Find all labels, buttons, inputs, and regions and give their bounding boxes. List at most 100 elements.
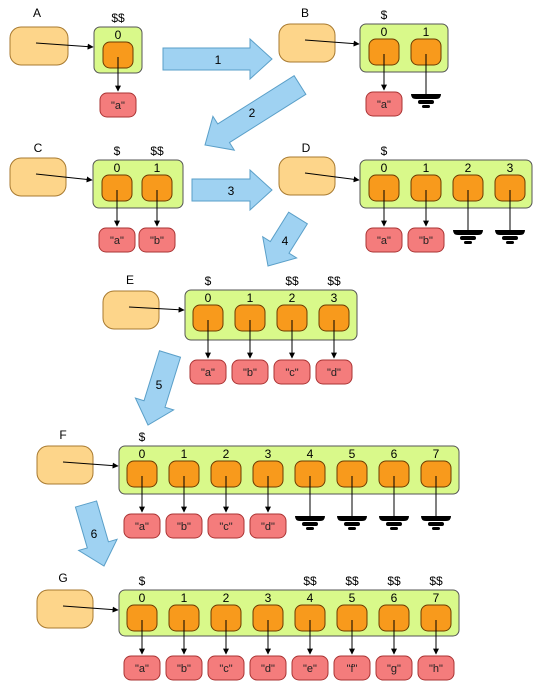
pointer-arrow [128,306,185,313]
transition-label: 1 [215,53,222,67]
value-box [207,655,245,681]
cost-marker: $ [205,274,212,288]
slot-index: 2 [465,161,472,175]
pointer-box [9,157,67,197]
slot-index: 3 [265,591,272,605]
transition-label: 6 [91,527,98,541]
value-text: "d" [261,663,275,675]
slot-6: 6 [378,447,410,530]
slot-4: $$4"e" [291,574,329,681]
null-icon [295,516,325,521]
value-box [365,91,403,117]
value-text: "b" [150,235,164,247]
transition-label: 3 [228,184,235,198]
slot-1: 1 [410,25,442,108]
array-container [359,159,533,209]
cost-marker: $$ [150,144,164,158]
slot-1: 1"b" [165,591,203,681]
value-box [365,227,403,253]
block-arrow-shape [191,168,273,212]
diagram-label: F [59,428,66,442]
transition-label: 4 [282,234,289,248]
value-text: "g" [387,663,401,675]
array-container [118,445,460,495]
null-icon [418,100,434,104]
slot-1: 1"b" [165,447,203,539]
value-text: "b" [177,663,191,675]
transition-arrow-4 [262,211,309,267]
cost-marker: $ [139,430,146,444]
diagram-e: E$0"a"1"b"$$2"c"$$3"d" [102,273,358,385]
value-box [123,513,161,539]
pointer-arrow [62,605,119,613]
value-box [231,359,269,385]
slot-0: $0"a" [123,574,161,681]
transition-arrow-5 [134,350,182,426]
slot-index: 6 [391,591,398,605]
pointer-box [9,26,69,66]
cost-marker: $ [381,144,388,158]
slot-index: 5 [349,447,356,461]
block-arrow-shape [262,211,309,267]
diagram-label: G [58,571,67,585]
pointer-box [278,156,336,196]
slot-1: 1"b" [231,291,269,385]
null-icon [422,105,430,108]
slot-index: 0 [139,447,146,461]
slot-index: 0 [114,161,121,175]
slot-2: 2"c" [207,447,245,539]
null-icon [460,236,476,240]
pointer-box [102,290,160,330]
block-arrow-shape [74,500,119,567]
value-text: "c" [219,521,232,533]
slot-3: $$3"d" [315,274,353,385]
cost-marker: $$ [285,274,299,288]
cost-marker: $$ [387,574,401,588]
value-box [291,655,329,681]
null-icon [386,522,402,526]
value-text: "b" [419,235,433,247]
slot-2: 2"c" [207,591,245,681]
pointer-arrow [62,461,119,469]
slot-0: $0"a" [365,144,403,253]
value-text: "h" [429,663,443,675]
slot-index: 1 [247,291,254,305]
value-text: "d" [327,367,341,379]
slot-3: 3 [494,161,526,244]
diagram-b: B$0"a"1 [278,6,449,117]
value-box [165,513,203,539]
slot-2: 2 [452,161,484,244]
value-text: "a" [111,100,125,112]
pointer-box [36,589,94,629]
diagram-label: E [126,273,134,287]
value-text: "b" [177,521,191,533]
value-text: "f" [347,663,358,675]
slot-index: 1 [423,25,430,39]
slot-6: $$ 6 "g" [375,574,413,681]
slot-index: 2 [223,591,230,605]
pointer-box [278,23,336,63]
cost-marker: $$ [111,11,125,25]
diagram-label: A [33,6,41,20]
value-box [98,227,136,253]
cost-marker: $ [114,144,121,158]
cost-marker: $$ [429,574,443,588]
slot-index: 2 [289,291,296,305]
slot-0: $0"a" [189,274,227,385]
slot-index: 0 [115,28,122,42]
value-box [138,227,176,253]
null-icon [453,230,483,235]
null-icon [411,94,441,99]
diagram-label: D [302,141,311,155]
null-icon [348,527,356,530]
diagram-a: A $$ 0 "a" [9,6,143,118]
slot-index: 3 [507,161,514,175]
diagram-label: C [34,141,43,155]
diagram-label: B [301,6,309,20]
slot-index: 4 [307,591,314,605]
null-icon [432,527,440,530]
null-icon [302,522,318,526]
